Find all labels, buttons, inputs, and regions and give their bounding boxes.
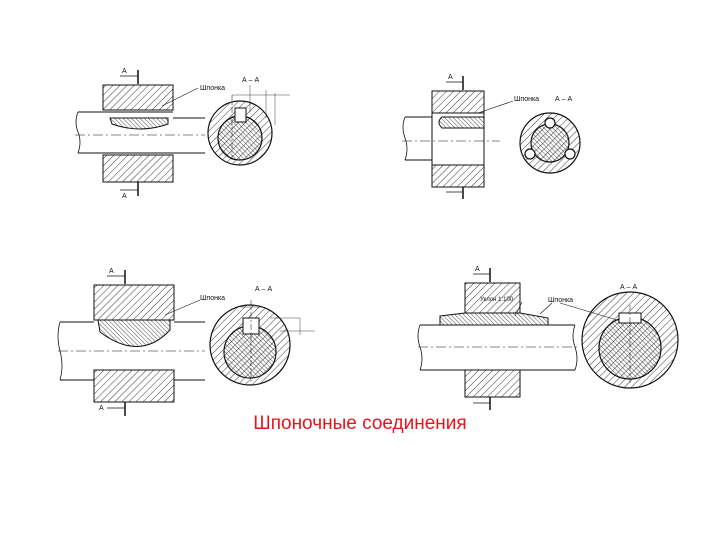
figure-2: А Шпонка А – А: [402, 74, 581, 199]
section-label: А – А: [255, 286, 272, 293]
key-label: Шпонка: [514, 96, 539, 103]
hub-top: [102, 84, 174, 111]
hub-bottom: [93, 369, 175, 403]
hub-top: [431, 90, 485, 114]
hub-bottom: [464, 369, 521, 398]
section-mark-top: А: [448, 74, 453, 81]
section-label: А – А: [242, 77, 259, 84]
figure-1: А А Шпонка А – А: [75, 68, 290, 200]
taper-label: Уклон 1:100: [480, 297, 514, 303]
key-label: Шпонка: [200, 295, 225, 302]
section-label: А – А: [620, 284, 637, 291]
taper-key: [439, 312, 549, 326]
hub-top: [93, 284, 175, 321]
section-mark-top: А: [122, 68, 127, 75]
key-label: Шпонка: [200, 85, 225, 92]
section-mark-top: А: [109, 268, 114, 275]
section-mark-top: А: [475, 266, 480, 273]
segment-key: [97, 319, 171, 347]
key-label: Шпонка: [548, 297, 573, 304]
figure-4: А Уклон 1:100 Шпонка А – А: [417, 266, 679, 410]
section-mark-bottom: А: [122, 193, 127, 200]
hub-top: [464, 282, 521, 314]
key: [438, 116, 485, 129]
hub-bottom: [102, 154, 174, 183]
section-label: А – А: [555, 96, 572, 103]
diagram-caption: Шпоночные соединения: [253, 413, 467, 434]
figure-3: А А Шпонка А – А: [57, 268, 315, 416]
section-mark-bottom: А: [99, 405, 104, 412]
hub-bottom: [431, 164, 485, 188]
woodruff-key: [109, 117, 169, 130]
